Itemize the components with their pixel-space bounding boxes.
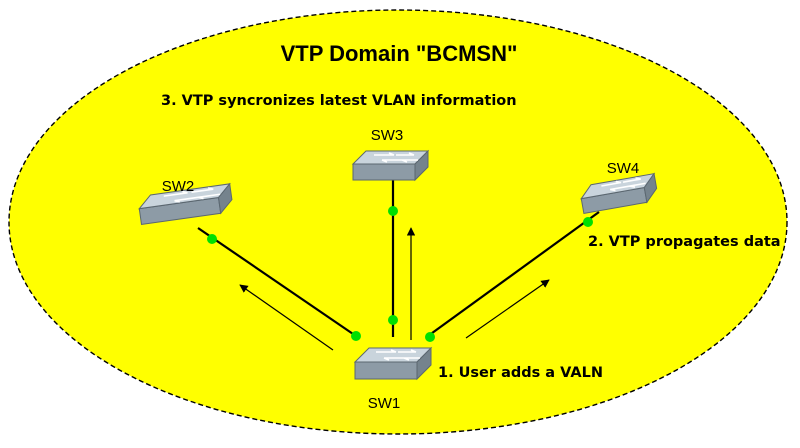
switch-sw2[interactable] <box>138 182 234 226</box>
link-sw1-sw4 <box>427 211 600 337</box>
switch-icon <box>351 149 430 182</box>
switch-sw1[interactable] <box>353 346 433 381</box>
vtp-domain-boundary <box>8 9 788 435</box>
arrow-to-sw2 <box>239 284 334 351</box>
switch-label-sw1: SW1 <box>368 395 401 412</box>
switch-icon <box>353 346 433 381</box>
link-dot <box>388 315 398 325</box>
link-sw1-sw2 <box>197 227 357 337</box>
domain-title: VTP Domain "BCMSN" <box>281 41 518 66</box>
annotation-step2: 2. VTP propagates data <box>588 234 781 250</box>
link-dot <box>388 206 398 216</box>
link-dot <box>207 234 217 244</box>
switch-label-sw2: SW2 <box>162 178 195 195</box>
link-dot <box>351 331 361 341</box>
link-dot <box>583 217 593 227</box>
annotation-step3: 3. VTP syncronizes latest VLAN informati… <box>161 93 517 109</box>
link-dot <box>425 332 435 342</box>
switch-sw3[interactable] <box>351 149 430 182</box>
switch-icon <box>138 182 233 226</box>
switch-sw4[interactable] <box>579 172 659 215</box>
switch-icon <box>580 172 658 215</box>
annotation-step1: 1. User adds a VALN <box>438 365 603 381</box>
switch-label-sw3: SW3 <box>371 127 404 144</box>
switch-label-sw4: SW4 <box>607 160 640 177</box>
arrow-to-sw4 <box>465 279 550 339</box>
